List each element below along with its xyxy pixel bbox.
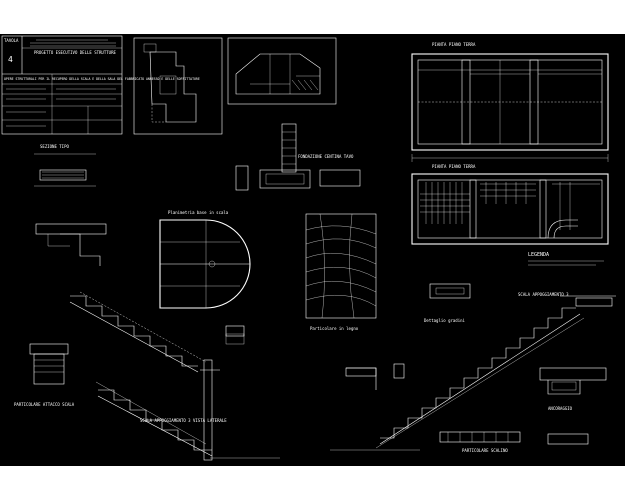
stair-landing-plan: Planimetria base in scala	[159, 210, 251, 345]
step-profile-detail: PARTICOLARE SCALINO	[439, 431, 589, 453]
detail-left-label: Dettaglio gradini	[424, 318, 466, 323]
table-number: 4	[8, 55, 13, 64]
stair-elevation-right: SCALA APPOGGIAMENTO 3	[375, 292, 616, 449]
project-title: PROGETTO ESECUTIVO DELLE STRUTTURE	[34, 50, 116, 55]
location-plan	[133, 37, 223, 135]
table-label: TAVOLA	[4, 38, 19, 43]
foundation-label: FONDAZIONE CENTINA TAVO	[298, 154, 354, 159]
attachment-detail-label: PARTICOLARE ATTACCO SCALA	[14, 402, 75, 407]
wood-detail-label: Particolare in legno	[310, 326, 359, 331]
section-type-label: SEZIONE TIPO	[40, 144, 69, 149]
attachment-detail: PARTICOLARE ATTACCO SCALA	[14, 343, 75, 407]
step-detail-label: PARTICOLARE SCALINO	[462, 448, 508, 453]
round-plan-label: Planimetria base in scala	[168, 210, 229, 215]
plan-bottom-title: PIANTA PIANO TERRA	[432, 164, 476, 169]
step-detail-small: Dettaglio gradini	[345, 283, 471, 390]
stairs-right-label: SCALA APPOGGIAMENTO 3	[518, 292, 569, 297]
side-view-label: SCALA APPOGGIAMENTO 3 VISTA LATERALE	[140, 418, 227, 423]
floor-plan-top: PIANTA PIANO TERRA	[411, 42, 609, 162]
floor-plan-bottom: PIANTA PIANO TERRA	[411, 164, 609, 266]
wood-detail: Particolare in legno	[305, 213, 377, 331]
section-type-detail: SEZIONE TIPO	[34, 144, 96, 187]
legend-title: LEGENDA	[528, 252, 549, 258]
left-step-detail	[35, 223, 107, 266]
ground-lines	[210, 449, 420, 459]
plan-top-title: PIANTA PIANO TERRA	[432, 42, 476, 47]
foundation-detail: FONDAZIONE CENTINA TAVO	[235, 123, 361, 191]
cad-drawing-canvas: TAVOLA 4 PROGETTO ESECUTIVO DELLE STRUTT…	[0, 34, 625, 466]
cad-drawing-svg: TAVOLA 4 PROGETTO ESECUTIVO DELLE STRUTT…	[1, 35, 616, 461]
detail-sketch	[227, 37, 337, 105]
title-block: TAVOLA 4 PROGETTO ESECUTIVO DELLE STRUTT…	[1, 35, 200, 135]
anchor-label: ANCORAGGIO	[548, 406, 573, 411]
stair-elevation-left	[69, 291, 220, 461]
project-description: OPERE STRUTTURALI PER IL RECUPERO DELLA …	[4, 77, 200, 81]
anchor-detail: ANCORAGGIO	[539, 367, 607, 411]
